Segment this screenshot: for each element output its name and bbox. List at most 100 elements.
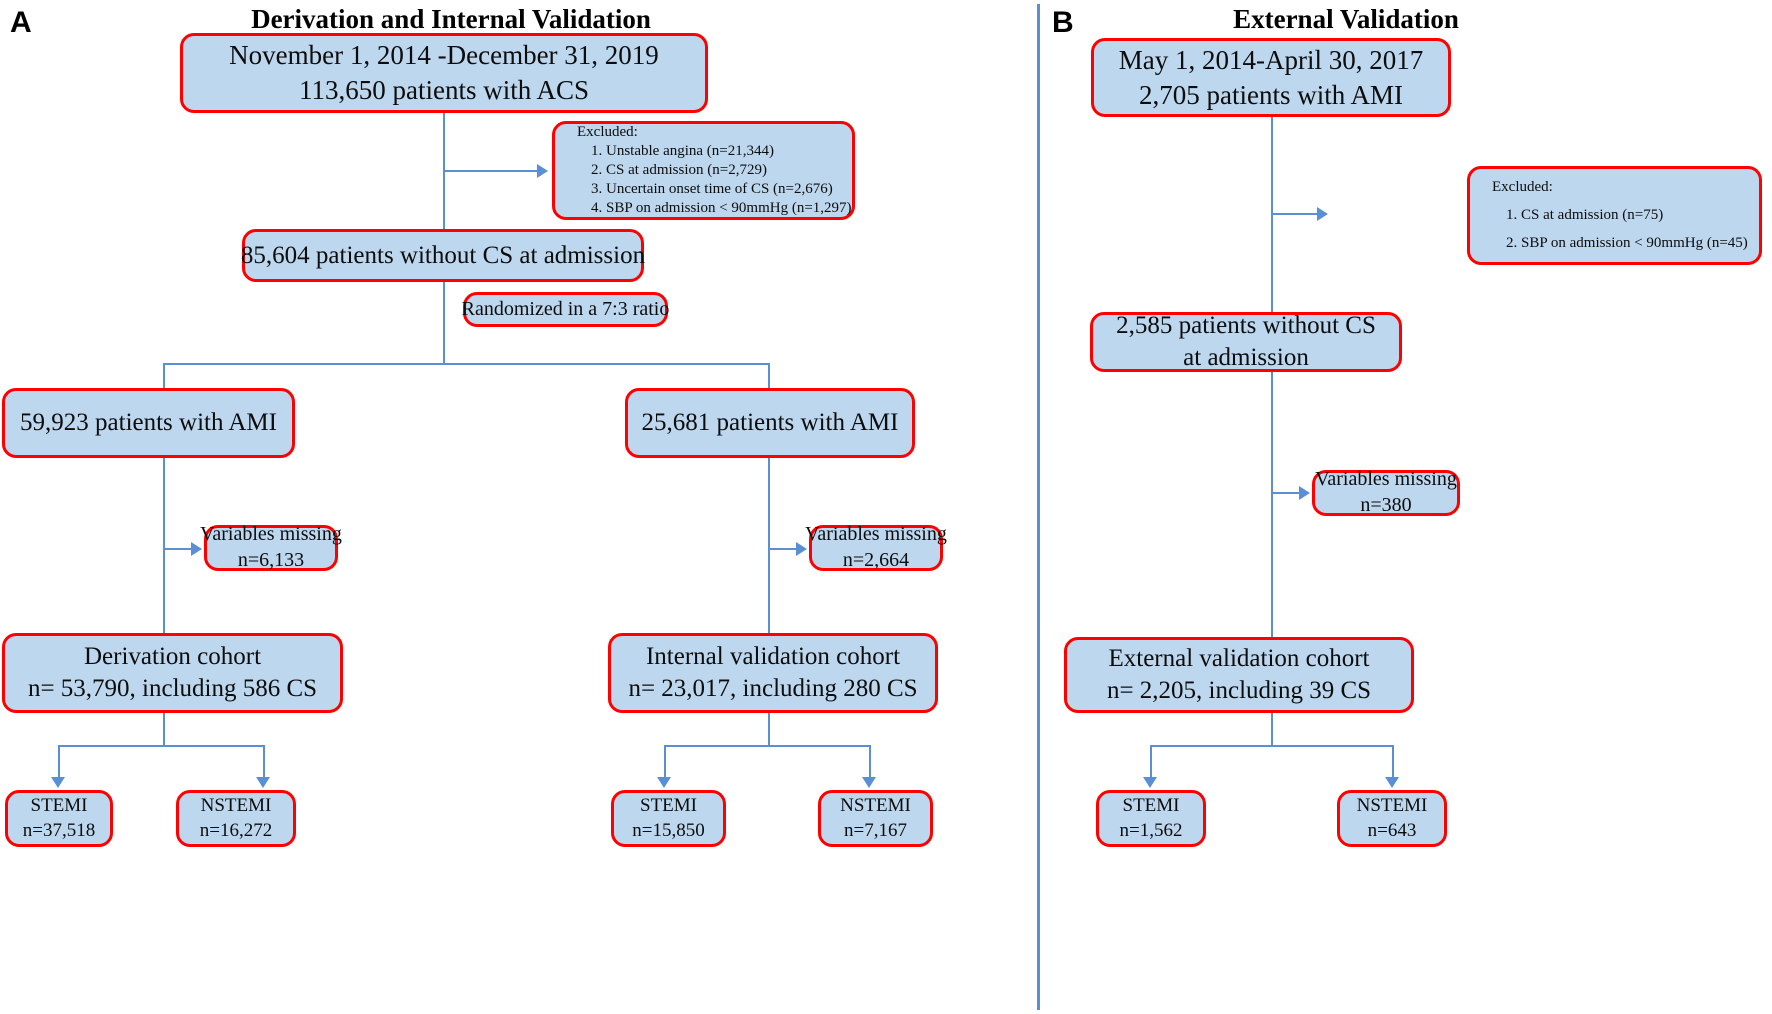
panel-a-exclusion-item-1: 1. Unstable angina (n=21,344) xyxy=(591,142,775,159)
panel-a-exclusion-item-4: 4. SBP on admission < 90mmHg (n=1,297) xyxy=(591,200,852,217)
panel-a-left-leaf-nstemi-line2: n=16,272 xyxy=(199,819,273,841)
panel-b-leaf-nstemi-line2: n=643 xyxy=(1367,819,1417,841)
panel-b-letter: B xyxy=(1052,6,1074,39)
panel-a-right-leaf-stemi-line2: n=15,850 xyxy=(632,819,705,841)
panel-a-right-leaf-drop-2 xyxy=(869,745,871,779)
panel-a-exclusion-connector xyxy=(443,170,539,172)
panel-a-left-missing-line1: Variables missing xyxy=(200,523,342,546)
panel-b-leaf-stemi-line1: STEMI xyxy=(1122,795,1180,817)
panel-a-source-line2: 113,650 patients with ACS xyxy=(298,75,589,105)
panel-a-right-leaf-bar xyxy=(664,745,870,747)
panel-a-left-ami-box: 59,923 patients with AMI xyxy=(2,388,295,458)
panel-b-source-box: May 1, 2014-April 30, 2017 2,705 patient… xyxy=(1091,38,1451,117)
panel-b-exclusion-item-2: 2. SBP on admission < 90mmHg (n=45) xyxy=(1506,235,1748,252)
panel-a-exclusion-arrowhead xyxy=(537,164,548,178)
panel-a-left-ami-label: 59,923 patients with AMI xyxy=(20,409,277,436)
panel-a-left-cohort-line1: Derivation cohort xyxy=(83,643,262,670)
panel-b-exclusion-box: Excluded: 1. CS at admission (n=75) 2. S… xyxy=(1467,166,1762,265)
panel-b-leaf-stemi-line2: n=1,562 xyxy=(1119,819,1183,841)
panel-a-left-leaf-arrow-1 xyxy=(51,777,65,788)
panel-a-right-missing-line1: Variables missing xyxy=(805,523,947,546)
panel-b-missing-line2: n=380 xyxy=(1360,494,1412,516)
panel-b-exclusion-item-1: 1. CS at admission (n=75) xyxy=(1506,206,1664,223)
panel-a-left-missing-arrowhead xyxy=(191,542,202,556)
panel-a-trunk-2 xyxy=(443,282,445,364)
panel-a-left-leaf-nstemi-line1: NSTEMI xyxy=(200,795,272,817)
panel-a-right-cohort-box: Internal validation cohort n= 23,017, in… xyxy=(608,633,938,713)
panel-a-right-leaf-nstemi-line2: n=7,167 xyxy=(844,819,907,841)
panel-a-without-cs-label: 85,604 patients without CS at admission xyxy=(240,241,646,269)
panel-b-without-cs-line2: at admission xyxy=(1183,344,1309,371)
panel-a-left-leaf-arrow-2 xyxy=(256,777,270,788)
panel-a-randomize-box: Randomized in a 7:3 ratio xyxy=(461,292,670,327)
panel-b-trunk-2 xyxy=(1271,372,1273,637)
panel-a-right-cohort-line2: n= 23,017, including 280 CS xyxy=(628,675,918,702)
panel-b-missing-box: Variables missing n=380 xyxy=(1312,468,1460,516)
panel-a-right-leaf-stemi-line1: STEMI xyxy=(640,795,697,817)
panel-a-right-missing-line2: n=2,664 xyxy=(842,549,910,571)
panel-b-without-cs-line1: 2,585 patients without CS xyxy=(1116,312,1376,339)
panel-b-cohort-line1: External validation cohort xyxy=(1108,645,1370,672)
panel-b-leaf-stemi: STEMI n=1,562 xyxy=(1096,790,1206,847)
panel-b-leaf-trunk xyxy=(1271,713,1273,746)
panel-a-right-ami-label: 25,681 patients with AMI xyxy=(641,409,899,436)
panel-a-left-leaf-drop-2 xyxy=(263,745,265,779)
panel-divider xyxy=(1037,4,1040,1010)
panel-a-title: Derivation and Internal Validation xyxy=(251,4,651,34)
panel-a-right-ami-box: 25,681 patients with AMI xyxy=(625,388,915,458)
panel-b-leaf-drop-2 xyxy=(1392,745,1394,779)
panel-b-exclusion-header: Excluded: xyxy=(1492,178,1553,195)
panel-a-right-trunk xyxy=(768,458,770,633)
panel-a-right-leaf-trunk xyxy=(768,713,770,746)
panel-a-left-missing-line2: n=6,133 xyxy=(237,549,305,571)
panel-a-left-leaf-stemi: STEMI n=37,518 xyxy=(5,790,113,847)
panel-a-randomize-label: Randomized in a 7:3 ratio xyxy=(461,297,670,320)
panel-a-letter: A xyxy=(10,6,32,39)
panel-a-without-cs-box: 85,604 patients without CS at admission xyxy=(240,229,646,282)
panel-a-left-leaf-bar xyxy=(58,745,264,747)
panel-b-source-line2: 2,705 patients with AMI xyxy=(1139,79,1403,110)
panel-a-left-missing-box: Variables missing n=6,133 xyxy=(200,523,342,571)
panel-a-left-leaf-nstemi: NSTEMI n=16,272 xyxy=(176,790,296,847)
panel-a-right-missing-arrowhead xyxy=(796,542,807,556)
panel-b-leaf-arrow-2 xyxy=(1385,777,1399,788)
panel-a-left-leaf-stemi-line1: STEMI xyxy=(30,795,88,817)
panel-a-left-leaf-trunk xyxy=(163,713,165,746)
panel-a-right-leaf-drop-1 xyxy=(664,745,666,779)
panel-a-exclusion-item-3: 3. Uncertain onset time of CS (n=2,676) xyxy=(591,181,833,198)
panel-a-split-right-drop xyxy=(768,363,770,389)
panel-a-right-leaf-stemi: STEMI n=15,850 xyxy=(611,790,726,847)
panel-a-left-cohort-box: Derivation cohort n= 53,790, including 5… xyxy=(2,633,343,713)
panel-b-source-line1: May 1, 2014-April 30, 2017 xyxy=(1118,44,1424,75)
panel-a-right-leaf-nstemi: NSTEMI n=7,167 xyxy=(818,790,933,847)
panel-a-right-leaf-arrow-2 xyxy=(862,777,876,788)
panel-a-right-leaf-nstemi-line1: NSTEMI xyxy=(840,795,911,817)
panel-a-source-line1: November 1, 2014 -December 31, 2019 xyxy=(229,40,659,71)
panel-a-right-missing-box: Variables missing n=2,664 xyxy=(805,523,947,571)
panel-a-exclusion-item-2: 2. CS at admission (n=2,729) xyxy=(591,161,767,178)
panel-a-split-left-drop xyxy=(163,363,165,389)
panel-b-cohort-box: External validation cohort n= 2,205, inc… xyxy=(1064,637,1414,713)
panel-b-title: External Validation xyxy=(1233,4,1459,34)
panel-b-leaf-drop-1 xyxy=(1150,745,1152,779)
panel-a-right-missing-connector xyxy=(768,548,798,550)
panel-b-leaf-arrow-1 xyxy=(1143,777,1157,788)
panel-b-leaf-nstemi-line1: NSTEMI xyxy=(1356,795,1428,817)
panel-a-source-box: November 1, 2014 -December 31, 2019 113,… xyxy=(180,33,708,113)
panel-b-cohort-line2: n= 2,205, including 39 CS xyxy=(1106,677,1372,704)
panel-b-leaf-nstemi: NSTEMI n=643 xyxy=(1337,790,1447,847)
panel-b-missing-line1: Variables missing xyxy=(1315,468,1457,491)
panel-a-left-trunk xyxy=(163,458,165,633)
panel-b-without-cs-box: 2,585 patients without CS at admission xyxy=(1090,312,1402,372)
panel-a-split-bar xyxy=(163,363,770,365)
panel-a-left-leaf-drop-1 xyxy=(58,745,60,779)
panel-a-left-cohort-line2: n= 53,790, including 586 CS xyxy=(27,675,318,702)
panel-a-exclusion-box: Excluded: 1. Unstable angina (n=21,344) … xyxy=(552,121,855,220)
panel-a-right-leaf-arrow-1 xyxy=(657,777,671,788)
panel-b-exclusion-arrowhead xyxy=(1317,207,1328,221)
panel-a-exclusion-header: Excluded: xyxy=(577,123,638,140)
panel-a-right-cohort-line1: Internal validation cohort xyxy=(645,643,901,670)
panel-b-leaf-bar xyxy=(1150,745,1393,747)
panel-b-missing-connector xyxy=(1271,492,1301,494)
